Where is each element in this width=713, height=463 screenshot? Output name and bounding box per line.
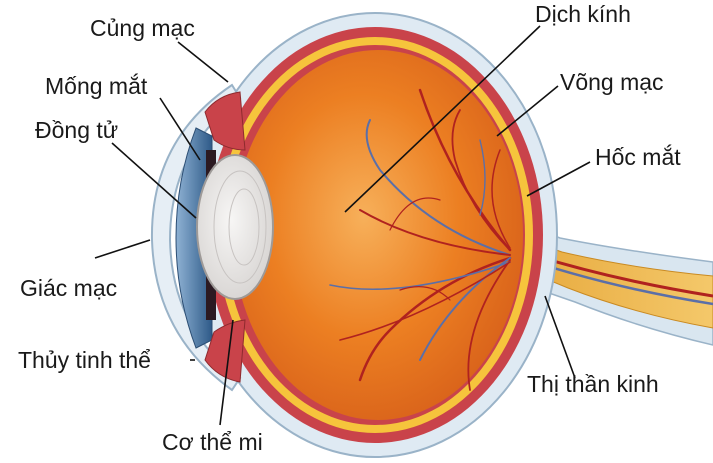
label-retina: Võng mạc — [560, 69, 664, 95]
label-vitreous: Dịch kính — [535, 1, 631, 27]
leader-ciliary — [219, 319, 234, 426]
leader-lines — [94, 25, 591, 426]
leader-cornea — [94, 239, 151, 259]
leader-pupil — [111, 142, 197, 219]
label-choroid: Hốc mắt — [595, 144, 681, 170]
leader-sclera — [177, 41, 229, 83]
ciliary-body-top — [204, 91, 246, 151]
vitreous-body — [233, 50, 523, 420]
retinal-vessels — [329, 88, 512, 391]
lens-ring-1 — [213, 170, 267, 284]
leader-vitreous — [344, 25, 541, 213]
leader-iris — [159, 97, 201, 161]
leader-optic-nerve — [544, 295, 576, 379]
label-optic-nerve: Thị thần kinh — [527, 371, 659, 397]
label-cornea: Giác mạc — [20, 275, 117, 301]
label-ciliary-body: Cơ thể mi — [162, 429, 263, 455]
ciliary-body-bottom — [204, 319, 246, 383]
iris — [175, 127, 213, 349]
label-lens: Thủy tinh thể — [18, 347, 151, 373]
label-sclera: Củng mạc — [90, 15, 195, 41]
lens — [196, 154, 274, 300]
label-pupil: Đồng tử — [35, 117, 118, 143]
leader-retina — [496, 85, 559, 137]
leader-choroid — [526, 161, 591, 197]
label-iris: Mống mắt — [45, 73, 148, 99]
lens-ring-2 — [228, 188, 260, 266]
